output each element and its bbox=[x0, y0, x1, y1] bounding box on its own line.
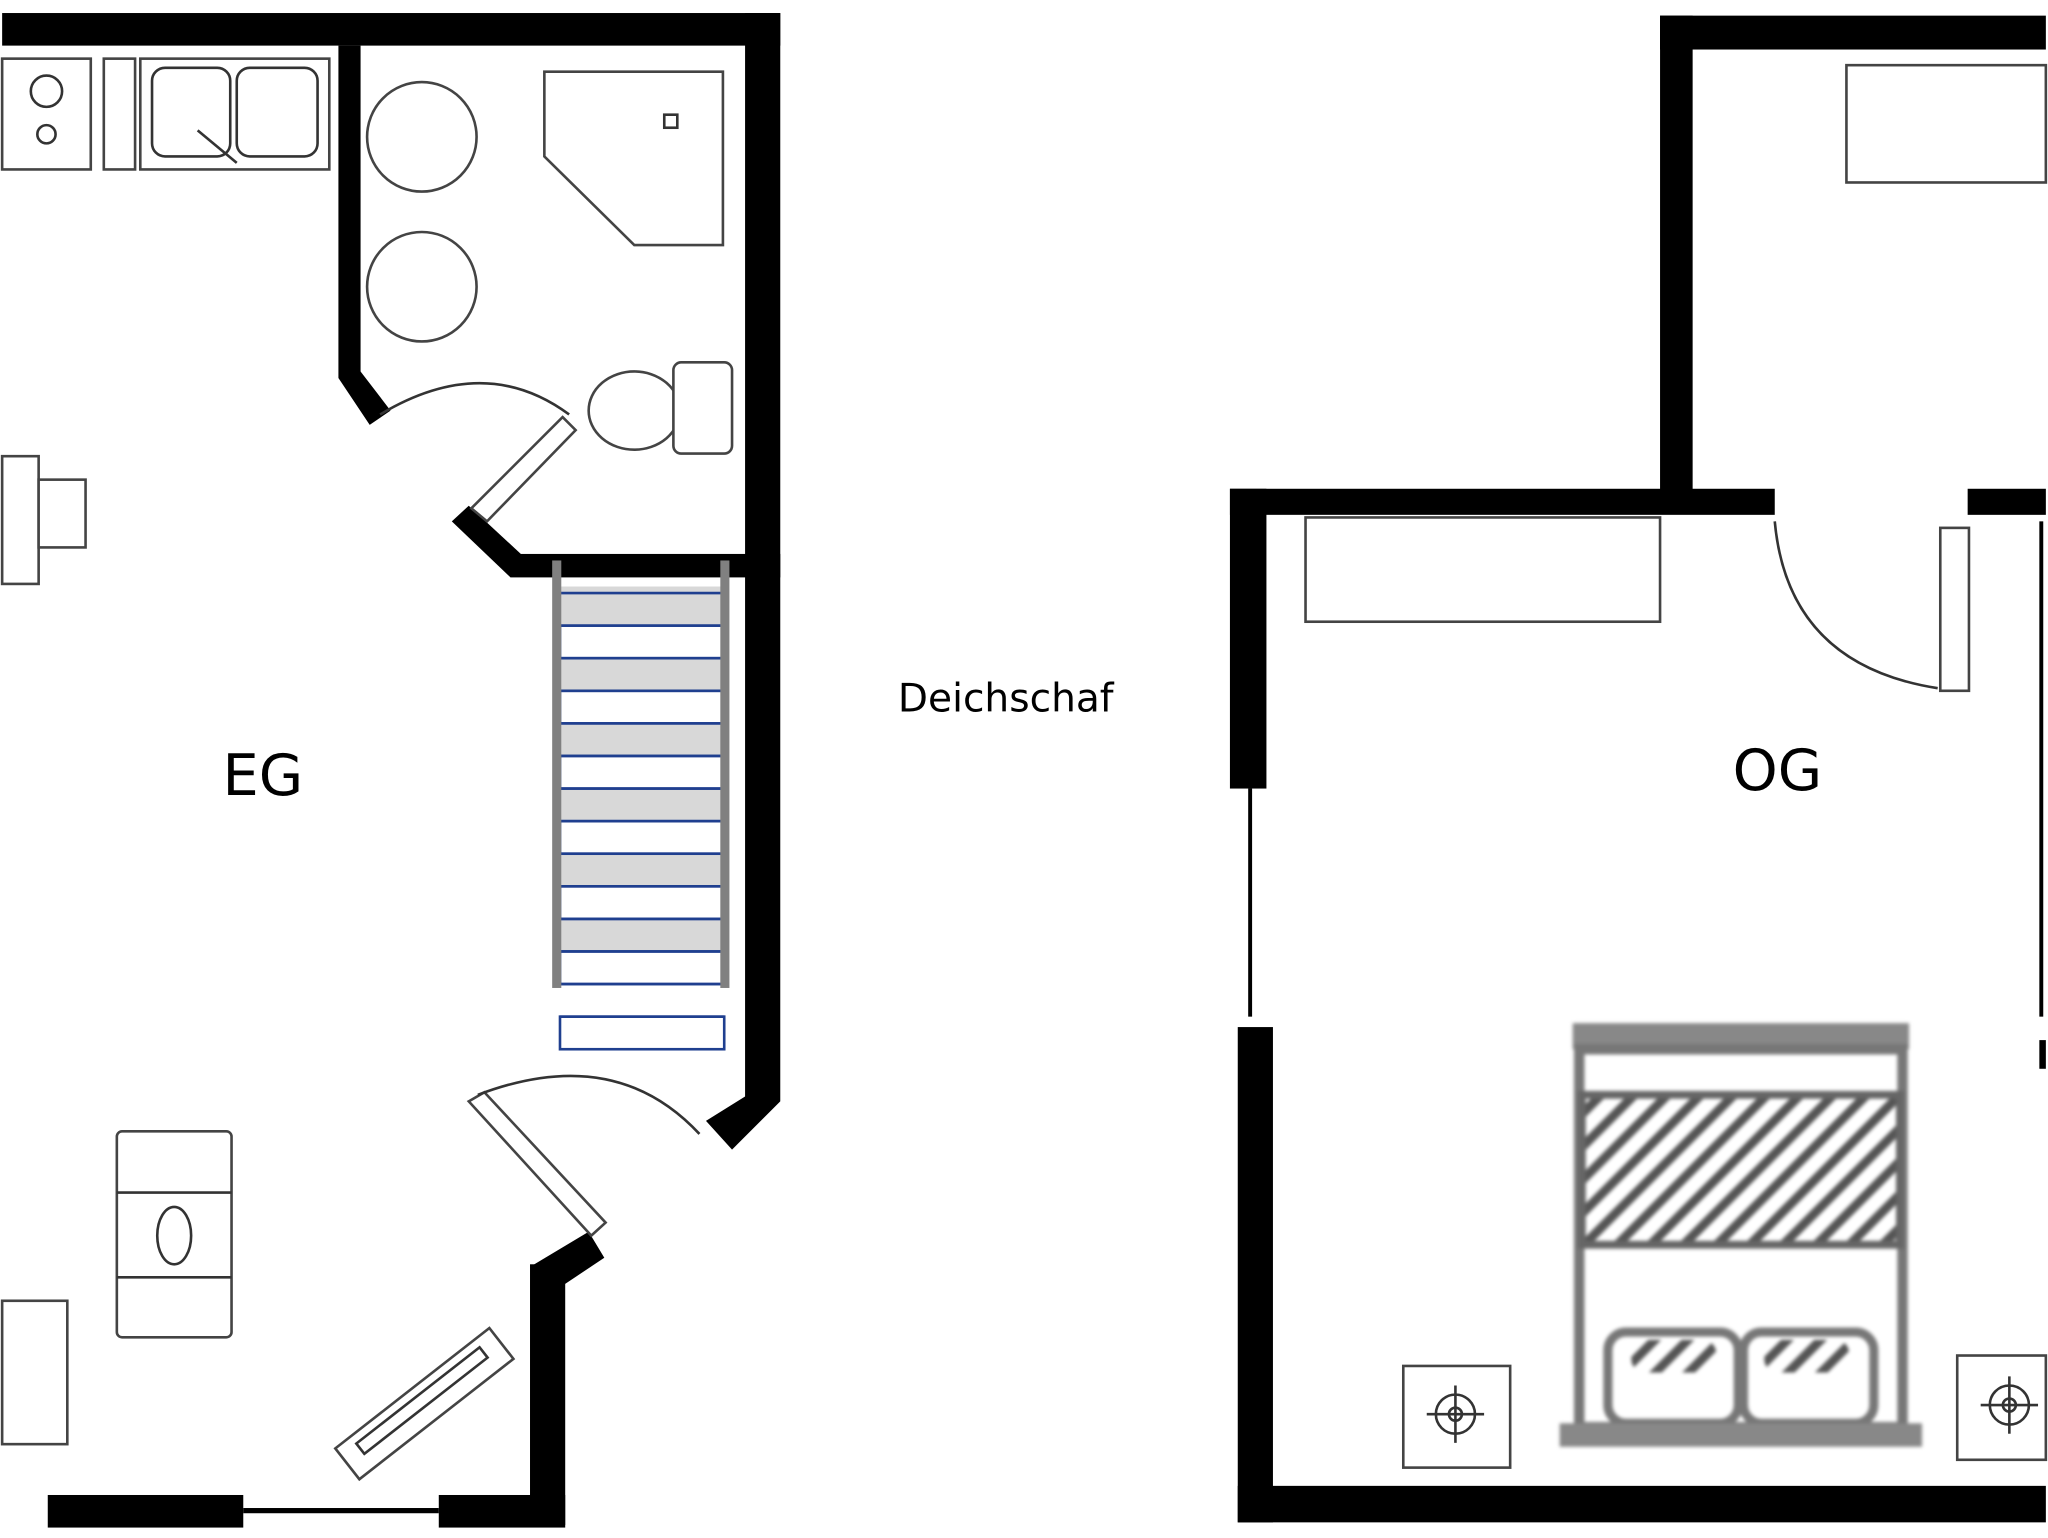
entry-door bbox=[466, 1074, 701, 1238]
center-label: Deichschaf bbox=[898, 677, 1115, 722]
ground-floor-label: EG bbox=[222, 742, 303, 809]
bathroom-fixtures bbox=[365, 70, 734, 524]
stair-gap bbox=[558, 885, 726, 921]
kitchen-counter bbox=[0, 57, 331, 171]
stair-gap bbox=[558, 754, 726, 790]
living-furniture bbox=[0, 454, 516, 1482]
stair-gap bbox=[558, 624, 726, 660]
nightstand-left bbox=[1401, 1364, 1512, 1469]
double-bed bbox=[1559, 1023, 1923, 1447]
wardrobes bbox=[1304, 63, 2048, 624]
nightstand-right bbox=[1955, 1354, 2048, 1462]
upper-door bbox=[1773, 521, 1971, 693]
ground-floor: EG bbox=[0, 13, 781, 1528]
stair-gap bbox=[558, 689, 726, 725]
stair-gap bbox=[558, 950, 726, 986]
upper-floor: OG bbox=[1229, 15, 2048, 1523]
stair-gap bbox=[558, 1015, 726, 1051]
upper-floor-label: OG bbox=[1733, 737, 1823, 804]
stair-gap bbox=[558, 819, 726, 856]
ground-floor-walls bbox=[2, 13, 781, 1528]
staircase bbox=[552, 560, 730, 1051]
upper-floor-walls bbox=[1229, 15, 2046, 1523]
